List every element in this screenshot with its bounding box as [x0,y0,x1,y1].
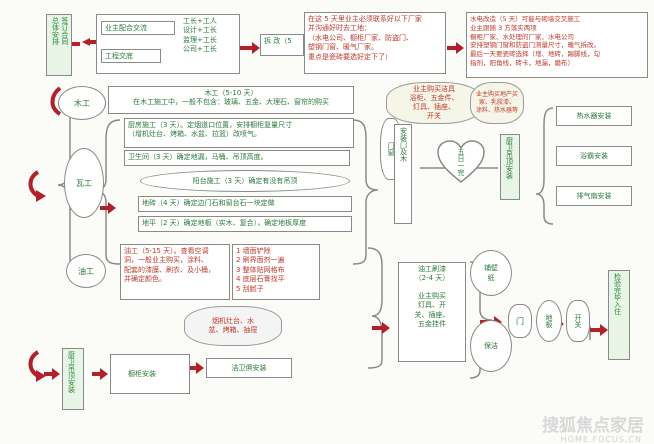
install-fan-box: 排气扇安装 [556,186,632,206]
appliance-cloud-text: 烟机灶台、水 盆、烤箱、抽屉 [208,316,258,334]
paint-steps-box: 1 墙面铲除 2 刷界面剂一遍 3 整体贴网格布 4 底层石膏找平 5 刮腻子 [232,244,320,300]
floor-tile-text: 地砖（4 天）确定边门石和窗台石一块定做 [142,199,275,207]
floor-tile-box: 地砖（4 天）确定边门石和窗台石一块定做 [138,196,352,212]
cabinet-install-box: 橱柜安装 [110,354,190,394]
contract-start-box: 签订合同 总体安排 [46,14,72,76]
carpenter-label: 木工 [74,98,90,108]
switch-bubble: 开关 [566,300,590,342]
buyer-note-cloud: 业主购买地产买家、乳胶漆、 涂料、热水器等 [470,82,524,124]
paint-bubble: 油工 [66,254,106,288]
door-bubble: 门 [508,304,532,338]
switch-label: 开关 [574,314,582,328]
door-wood-text: 安装门及木 [399,127,408,162]
cabinet-install-text: 橱柜安装 [128,370,156,378]
floor-bubble: 地板 [536,300,562,342]
install-bath-heater-label: 浴霸安装 [580,152,608,160]
watermark-text: 搜狐焦点家居 [542,416,644,436]
kitchen-ceiling-text: 厨卫吊顶安装 [505,137,514,179]
paint-label: 油工 [78,266,94,276]
paint-steps-text: 1 墙面铲除 2 刷界面剂一遍 3 整体贴网格布 4 底层石膏找平 5 刮腻子 [236,247,285,293]
watermark-url: HOME.FOCUS.CN [561,435,642,444]
owner-buy-text: 业主购买 灯具、开 关、插座、 五金挂件 [414,291,450,329]
gate-label: 门窗 [387,142,395,156]
water-electric-text: 水电改造（5 天）可能与砌墙交叉施工 业主跟随 3 方落实两项 橱柜厂家、水处理… [470,15,600,67]
carpenter-bubble: 木工 [58,86,106,120]
tile-bubble: 瓦工 [64,148,104,218]
install-heater-box: 热水器安装 [556,106,632,126]
heart-text: 五日一完 [457,148,465,176]
kitchen-text: 厨房施工（3 天）。定烟道口位置，安排橱柜复量尺寸 （增机灶台、烤箱、水盆、拉篮… [128,121,293,139]
demolish-box: 拆 改（5 [260,34,304,56]
bottom-ceiling-text: 厨卫吊顶安装 [67,351,76,393]
sanitary-install-box: 洁卫俱安装 [206,358,292,378]
cooperation-label: 业主配合交流 [105,24,147,32]
paint-finish-box: 油工刷漆 （2-4 天） 业主购买 灯具、开 关、插座、 五金挂件 [398,262,466,362]
cooperation-box: 业主配合交流 [101,21,175,35]
door-wood-box: 安装门及木 [394,124,412,224]
done-box: 检验完毕入住 [608,270,630,360]
clean-bubble: 保洁 [470,320,512,372]
balcony-oval: 阳台施工（3 天）确定有没有吊顶 [140,170,350,192]
paint-detail-text: 油工（5-15 天）。查看空调 洞，一般业主购买，涂料、 配套的漆膜、刷衣、及小… [124,247,215,284]
install-heater-label: 热水器安装 [576,112,612,120]
install-fan-label: 排气扇安装 [576,192,612,200]
roles-text: 工长+工人 设计+工长 监理+工长 公司+工长 [183,17,217,54]
handover-label: 工程交底 [105,52,133,60]
purchase-cloud: 业主购买洁具 浴柜、五金件、 灯具、插座、 开关 [386,82,482,124]
balcony-text: 阳台施工（3 天）确定有没有吊顶 [192,177,298,185]
carpenter-detail-box: 木工（5-10 天） 在木工施工中，一般不包含：玻璃、五金、大理石、窗帘的购买 [108,86,354,114]
handover-group: 业主配合交流 工程交底 工长+工人 设计+工长 监理+工长 公司+工长 [96,14,240,74]
supplier-notice-box: 在这 5 天里业主必须联系好以下厂家 并沟通好时去工地： （水电公司、橱柜厂家、… [304,12,446,74]
water-electric-box: 水电改造（5 天）可能与砌墙交叉施工 业主跟随 3 方落实两项 橱柜厂家、水处理… [466,12,648,78]
carpenter-detail-text: 木工（5-10 天） 在木工施工中，一般不包含：玻璃、五金、大理石、窗帘的购买 [133,89,329,107]
watermark-url-text: HOME.FOCUS.CN [560,435,642,444]
contract-start-label: 签订合同 总体安排 [51,17,69,45]
supplier-notice-text: 在这 5 天里业主必须联系好以下厂家 并沟通好时去工地： （水电公司、橱柜厂家、… [308,15,422,61]
purchase-cloud-text: 业主购买洁具 浴柜、五金件、 灯具、插座、 开关 [409,84,459,121]
floor-box: 地平（2 天）确定地板（实木、复合），确定地板厚度 [138,216,352,232]
wallpaper-bubble: 铺壁纸 [470,250,512,296]
bathroom-text: 卫生间（3 天）确定地漏，马桶、吊顶高度。 [128,153,268,161]
door-label: 门 [516,316,524,326]
sanitary-install-text: 洁卫俱安装 [231,364,267,372]
buyer-note-text: 业主购买地产买家、乳胶漆、 涂料、热水器等 [475,91,518,114]
done-text: 检验完毕入住 [613,273,622,315]
wallpaper-label: 铺壁纸 [484,264,498,282]
appliance-cloud: 烟机灶台、水 盆、烤箱、抽屉 [184,306,282,346]
clean-label: 保洁 [484,342,498,350]
roles-list: 工长+工人 设计+工长 监理+工长 公司+工长 [183,17,217,55]
install-bath-heater-box: 浴霸安装 [556,146,632,166]
bathroom-box: 卫生间（3 天）确定地漏，马桶、吊顶高度。 [124,150,350,166]
tile-label: 瓦工 [76,178,92,188]
floor-text: 地平（2 天）确定地板（实木、复合），确定地板厚度 [142,219,307,227]
handover-box: 工程交底 [101,49,161,63]
paint-finish-text: 油工刷漆 （2-4 天） [414,265,450,283]
bottom-ceiling-box: 厨卫吊顶安装 [62,348,84,410]
demolish-label: 拆 改（5 [264,37,292,45]
floor-final-label: 地板 [545,314,553,328]
kitchen-box: 厨房施工（3 天）。定烟道口位置，安排橱柜复量尺寸 （增机灶台、烤箱、水盆、拉篮… [124,118,354,148]
heart-shape: 五日一完 [436,140,486,184]
kitchen-ceiling-box: 厨卫吊顶安装 [500,134,520,200]
watermark-logo: 搜狐焦点家居 [542,411,644,436]
paint-detail-box: 油工（5-15 天）。查看空调 洞，一般业主购买，涂料、 配套的漆膜、刷衣、及小… [120,244,230,300]
